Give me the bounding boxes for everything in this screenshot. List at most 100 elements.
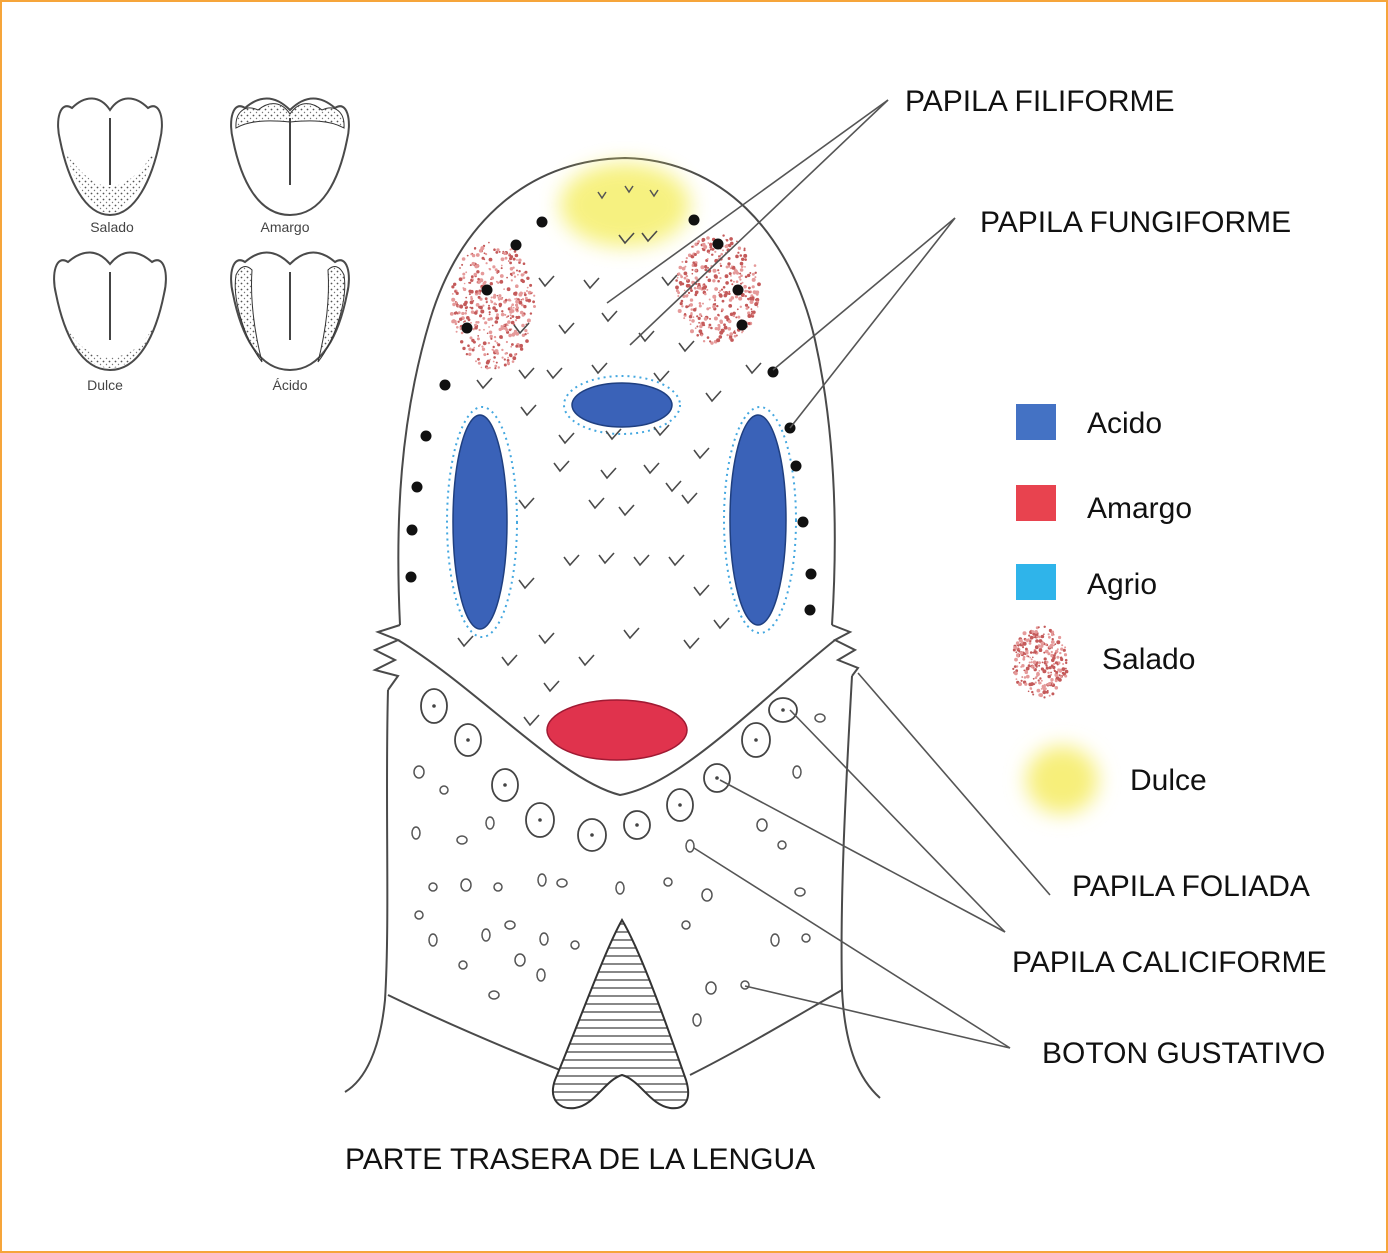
salt-speckle bbox=[684, 313, 686, 315]
salt-speckle bbox=[1020, 652, 1023, 655]
salt-speckle bbox=[707, 258, 709, 260]
salt-speckle bbox=[1037, 689, 1041, 693]
salt-speckle bbox=[1041, 642, 1045, 646]
salt-speckle bbox=[493, 349, 495, 351]
salt-speckle bbox=[738, 247, 741, 250]
salt-speckle bbox=[499, 280, 503, 284]
salt-speckle bbox=[486, 361, 490, 365]
salt-speckle bbox=[532, 300, 535, 303]
salt-speckle bbox=[757, 306, 759, 308]
salt-speckle bbox=[494, 340, 496, 342]
salt-speckle bbox=[731, 265, 733, 267]
salt-speckle bbox=[470, 264, 472, 266]
salt-speckle bbox=[744, 295, 746, 297]
salt-speckle bbox=[521, 273, 524, 276]
salt-speckle bbox=[1052, 666, 1055, 669]
salt-speckle bbox=[754, 302, 758, 306]
salt-speckle bbox=[1014, 665, 1017, 668]
salt-speckle bbox=[740, 306, 742, 308]
salt-speckle bbox=[509, 329, 512, 332]
salt-speckle bbox=[516, 353, 518, 355]
taste-bud-bump bbox=[429, 934, 437, 946]
taste-bud-bump bbox=[486, 817, 494, 829]
salt-speckle bbox=[707, 336, 710, 339]
filiform-v-mark bbox=[599, 553, 614, 563]
salt-speckle bbox=[1029, 662, 1031, 664]
salt-speckle bbox=[497, 282, 499, 284]
taste-bud-bump bbox=[686, 840, 694, 852]
salt-speckle bbox=[740, 274, 743, 277]
mini-label-acido: Ácido bbox=[272, 377, 307, 393]
salt-speckle bbox=[684, 277, 687, 280]
salt-speckle bbox=[513, 307, 515, 309]
salt-speckle bbox=[525, 271, 528, 274]
salt-speckle bbox=[711, 248, 714, 251]
salt-speckle bbox=[500, 274, 504, 278]
salt-speckle bbox=[488, 342, 490, 344]
salt-speckle bbox=[489, 314, 491, 316]
filiform-v-mark bbox=[502, 655, 517, 665]
salt-speckle bbox=[499, 251, 501, 253]
taste-bud-bump bbox=[682, 921, 690, 929]
salt-speckle bbox=[734, 335, 737, 338]
salt-speckle bbox=[1030, 687, 1033, 690]
filiform-v-mark bbox=[746, 363, 761, 373]
circumvallate-center bbox=[503, 783, 507, 787]
salt-speckle bbox=[702, 238, 706, 242]
salt-speckle bbox=[694, 263, 698, 267]
mini-label-salado: Salado bbox=[90, 219, 134, 235]
filiform-v-mark bbox=[679, 341, 694, 351]
salt-speckle bbox=[1061, 644, 1063, 646]
salt-speckle bbox=[479, 315, 481, 317]
salt-speckle bbox=[521, 324, 525, 328]
taste-bud-bump bbox=[412, 827, 420, 839]
salt-speckle bbox=[507, 359, 510, 362]
taste-bud-bump bbox=[557, 879, 567, 887]
salt-speckle bbox=[456, 331, 458, 333]
salt-speckle bbox=[706, 276, 708, 278]
salt-speckle bbox=[1057, 648, 1059, 650]
salt-speckle bbox=[1028, 638, 1030, 640]
salt-speckle bbox=[1013, 646, 1016, 649]
filiform-v-mark bbox=[519, 368, 534, 378]
salt-speckle bbox=[1030, 651, 1033, 654]
salt-speckle bbox=[490, 282, 493, 285]
salt-speckle bbox=[467, 344, 470, 347]
salt-speckle bbox=[704, 317, 708, 321]
salt-speckle bbox=[1026, 675, 1030, 679]
filiform-v-mark bbox=[564, 555, 579, 565]
salt-speckle bbox=[514, 292, 517, 295]
salt-speckle bbox=[708, 252, 710, 254]
salt-speckle bbox=[1016, 654, 1019, 657]
salt-speckle bbox=[1044, 626, 1046, 628]
salt-speckle bbox=[530, 293, 532, 295]
salt-speckle bbox=[1043, 696, 1045, 698]
mini-tongue-acido: Ácido bbox=[231, 252, 349, 393]
salt-speckle bbox=[468, 348, 471, 351]
salt-speckle bbox=[524, 333, 526, 335]
dulce-zone bbox=[560, 163, 690, 247]
salt-speckle bbox=[683, 317, 685, 319]
salt-speckle bbox=[522, 298, 524, 300]
salt-speckle bbox=[1065, 659, 1068, 662]
fungiform-dot bbox=[806, 569, 817, 580]
filiform-v-mark bbox=[669, 555, 684, 565]
salt-speckle bbox=[462, 276, 465, 279]
salt-speckle bbox=[718, 255, 720, 257]
salt-speckle bbox=[717, 324, 720, 327]
salt-speckle bbox=[482, 317, 485, 320]
salt-speckle bbox=[1059, 669, 1061, 671]
salt-speckle bbox=[517, 274, 519, 276]
salt-speckle bbox=[691, 246, 693, 248]
salt-speckle bbox=[752, 314, 754, 316]
salt-speckle bbox=[1062, 667, 1066, 671]
back-right-side bbox=[842, 676, 880, 1098]
salt-speckle bbox=[494, 336, 496, 338]
salt-speckle bbox=[680, 284, 682, 286]
salt-speckle bbox=[698, 322, 700, 324]
salt-speckle bbox=[1064, 675, 1067, 678]
salt-speckle bbox=[483, 353, 486, 356]
salt-speckle bbox=[516, 309, 518, 311]
salt-speckle bbox=[1024, 683, 1027, 686]
salt-speckle bbox=[526, 290, 528, 292]
